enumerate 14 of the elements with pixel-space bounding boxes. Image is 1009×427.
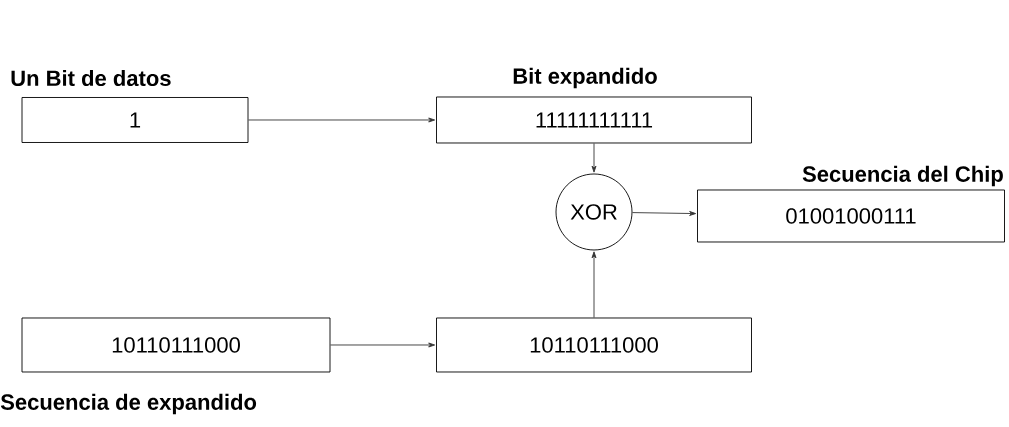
heading: Secuencia del Chip — [802, 165, 1003, 187]
arrow — [632, 211, 697, 216]
data-box: 1 — [21, 97, 249, 143]
data-box: 10110111000 — [436, 317, 752, 373]
heading: Bit expandido — [513, 67, 657, 89]
data-box: 01001000111 — [697, 189, 1005, 243]
data-box: 11111111111 — [436, 96, 752, 144]
arrow — [591, 143, 597, 173]
heading: Un Bit de datos — [11, 69, 171, 87]
arrow — [248, 117, 436, 123]
arrow — [591, 251, 597, 318]
data-box: 10110111000 — [21, 317, 331, 373]
arrow — [330, 342, 436, 348]
heading: Secuencia de expandido — [0, 393, 257, 415]
